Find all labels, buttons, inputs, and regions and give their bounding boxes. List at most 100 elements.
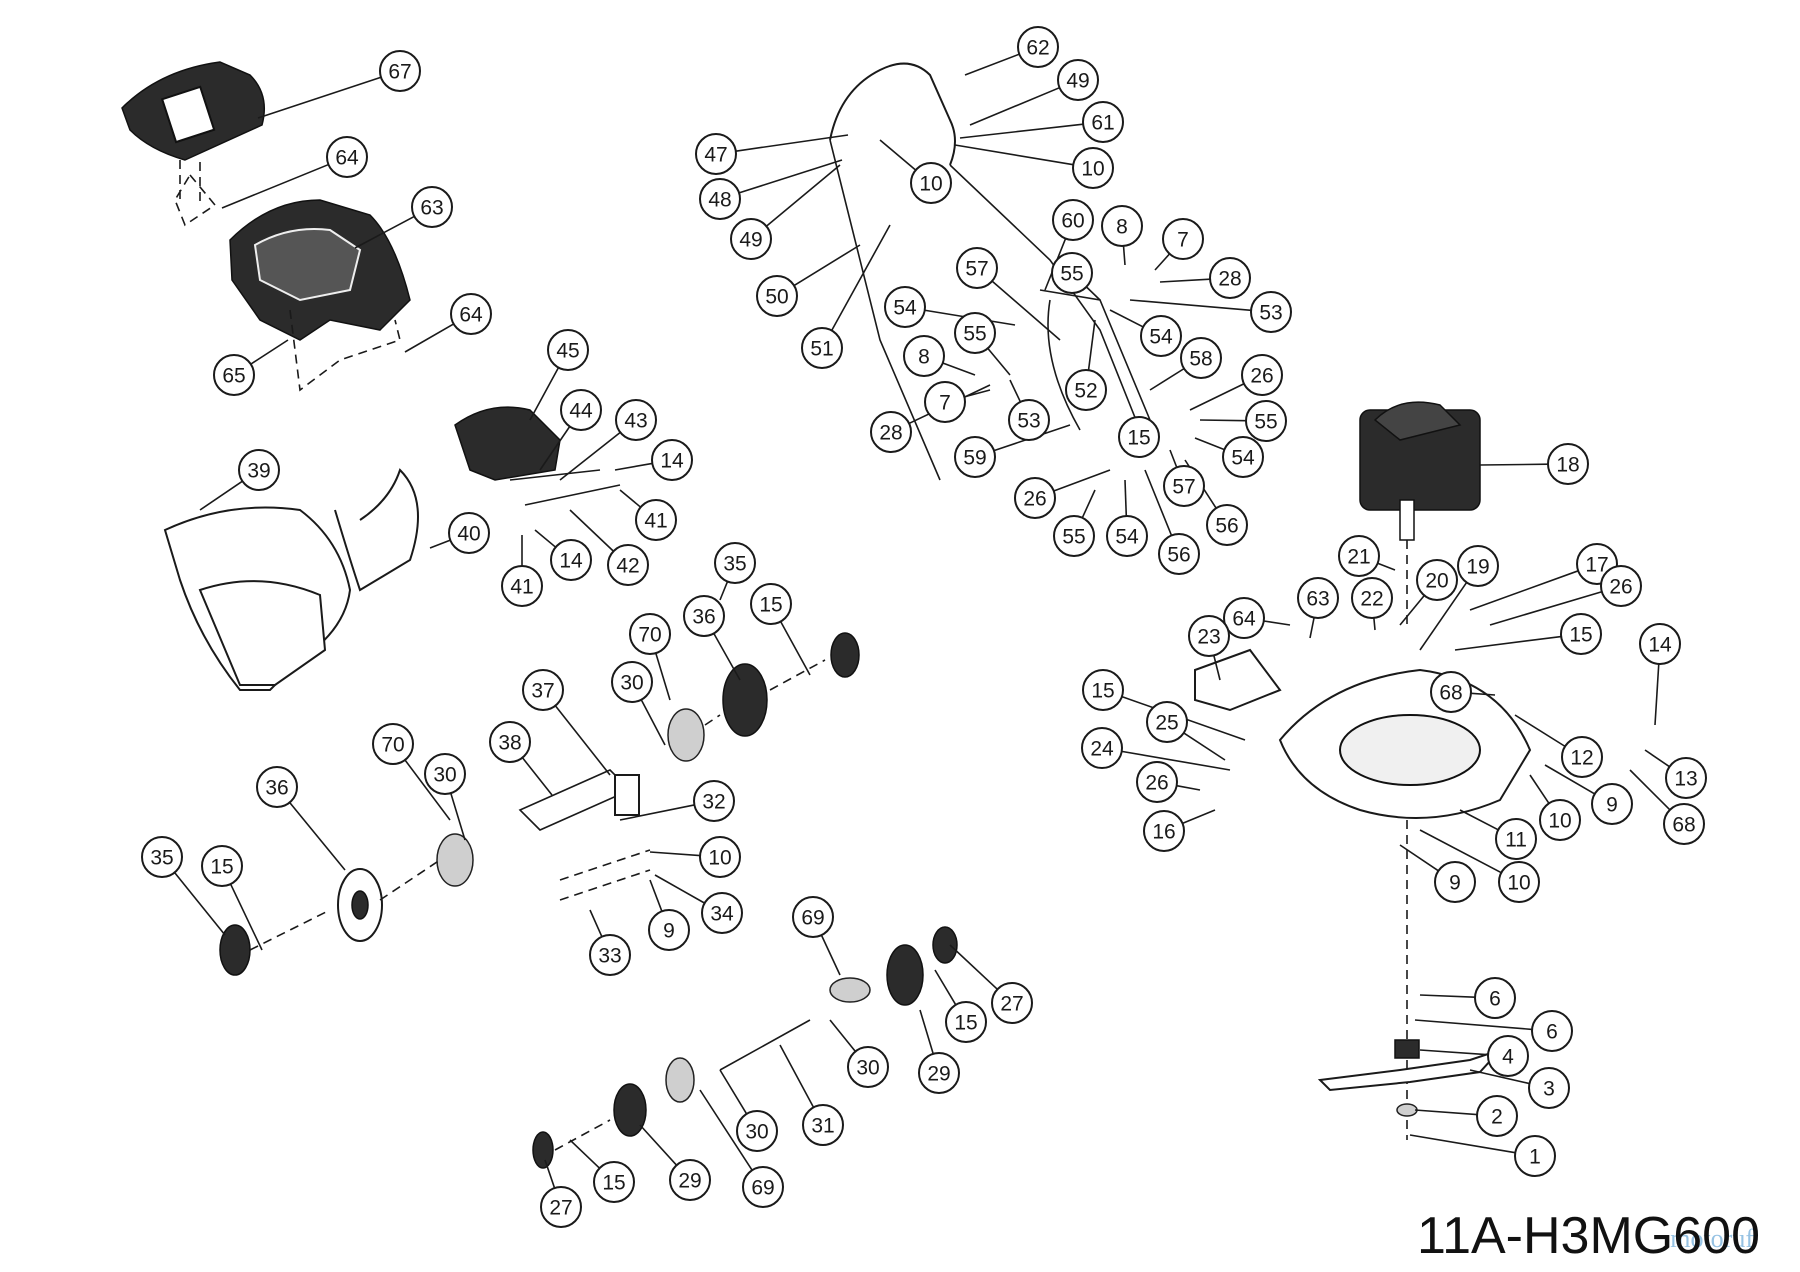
callout-number: 11 [1505,829,1527,852]
callout-leader-10 [649,851,701,857]
callout-9: 9 [648,909,690,951]
callout-circle [884,286,926,328]
callout-7: 7 [924,381,966,423]
callout-leader-44 [539,426,571,471]
callout-number: 63 [420,197,443,220]
callout-circle [501,565,543,607]
callout-41: 41 [635,499,677,541]
grass-bag-part [163,468,419,691]
callout-number: 31 [811,1115,834,1138]
callout-4: 4 [1487,1035,1529,1077]
callout-number: 53 [1259,302,1282,325]
callout-circle [1140,315,1182,357]
callout-leader-63 [354,215,415,249]
callout-number: 28 [1218,268,1241,291]
callout-leader-61 [959,123,1084,139]
callout-circle [695,133,737,175]
callout-circle [238,449,280,491]
callout-circle [141,836,183,878]
callout-leader-13 [1644,749,1670,768]
callout-10: 10 [910,162,952,204]
callout-number: 50 [765,286,788,309]
callout-35: 35 [714,542,756,584]
callout-circle [1081,727,1123,769]
callout-57: 57 [956,247,998,289]
callout-69: 69 [742,1166,784,1208]
callout-number: 29 [678,1170,701,1193]
callout-leader-62 [964,53,1020,76]
callout-leader-48 [738,159,843,194]
callout-circle [903,335,945,377]
callout-number: 28 [879,422,902,445]
watermark-text: motoruf [1670,1224,1754,1253]
callout-number: 15 [1127,427,1150,450]
callout-number: 20 [1425,570,1448,593]
callout-leader-8 [1122,245,1126,266]
callout-circle [1057,59,1099,101]
callout-leader-29 [639,1124,678,1166]
callout-circle [1434,861,1476,903]
callout-leader-63 [1309,617,1315,639]
callout-circle [924,381,966,423]
callout-circle [1495,818,1537,860]
callout-circle [742,1166,784,1208]
callout-number: 32 [702,791,725,814]
callout-45: 45 [547,329,589,371]
callout-leader-57 [991,280,1061,341]
callout-number: 35 [723,553,746,576]
callout-leader-64 [404,323,455,353]
callout-number: 43 [624,410,647,433]
callout-circle [1250,291,1292,333]
callout-leader-68 [1470,692,1496,696]
callout-number: 29 [927,1063,950,1086]
callout-number: 30 [745,1121,768,1144]
callout-68: 68 [1663,803,1705,845]
callout-53: 53 [1250,291,1292,333]
callout-leader-42 [569,509,615,552]
callout-leader-40 [429,539,451,549]
callout-number: 64 [1232,608,1256,631]
callout-27: 27 [991,982,1033,1024]
callout-leader-69 [820,934,841,976]
callout-number: 53 [1017,410,1040,433]
callout-49: 49 [730,218,772,260]
callout-number: 58 [1189,348,1212,371]
callout-leader-49 [765,164,841,227]
callout-leader-9 [1399,844,1439,872]
callout-22: 22 [1351,577,1393,619]
callout-leader-68 [1629,769,1671,811]
callout-circle [450,293,492,335]
callout-circle [1065,369,1107,411]
callout-circle [256,766,298,808]
callout-leader-35 [719,581,729,601]
callout-leader-28 [1159,278,1211,283]
callout-number: 21 [1347,546,1370,569]
callout-circle [593,1161,635,1203]
callout-leader-7 [1154,253,1171,271]
callout-number: 6 [1489,988,1501,1011]
callout-circle [1051,252,1093,294]
callout-number: 64 [459,304,483,327]
callout-number: 62 [1026,37,1049,60]
callout-39: 39 [238,449,280,491]
callout-leader-41 [619,489,642,508]
callout-circle [1180,337,1222,379]
callout-circle [522,669,564,711]
callout-circle [1351,577,1393,619]
callout-circle [1560,613,1602,655]
callout-9: 9 [1591,783,1633,825]
callout-54: 54 [884,286,926,328]
callout-18: 18 [1547,443,1589,485]
callout-leader-33 [589,909,603,938]
callout-42: 42 [607,544,649,586]
callout-leader-52 [1087,319,1096,371]
callout-68: 68 [1430,671,1472,713]
callout-number: 12 [1570,747,1593,770]
rear-axle-part [518,769,651,901]
callout-circle [954,312,996,354]
callout-leader-26 [1189,383,1245,411]
callout-number: 15 [954,1012,977,1035]
callout-54: 54 [1140,315,1182,357]
callout-circle [1547,443,1589,485]
callout-37: 37 [522,669,564,711]
